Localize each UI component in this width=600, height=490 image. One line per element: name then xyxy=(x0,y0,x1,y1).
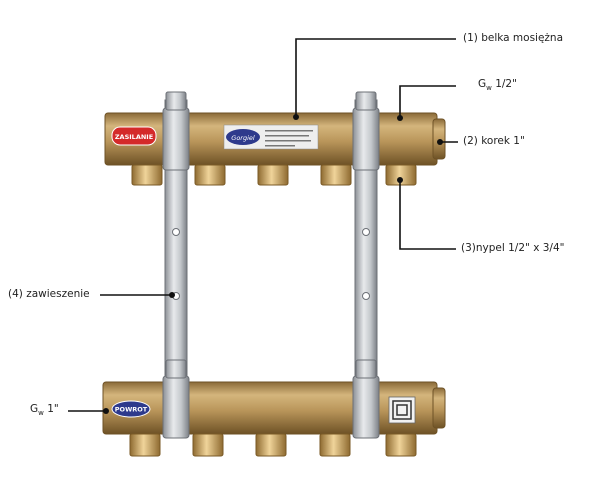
label-thread-bottom-size: 1" xyxy=(43,403,59,415)
bottom-right-clamp-bolt xyxy=(355,359,377,379)
label-thread-top-size: 1/2" xyxy=(491,78,517,90)
bottom-right-clamp xyxy=(352,375,380,439)
bottom-left-clamp-bolt xyxy=(165,359,187,379)
label-thread-top-g: G xyxy=(478,78,487,90)
top-nipples xyxy=(131,164,417,186)
label-thread-top: Gw 1/2" xyxy=(478,78,517,92)
top-right-clamp xyxy=(352,107,380,171)
supply-badge-text: ZASILANIE xyxy=(115,133,153,141)
supply-badge: ZASILANIE xyxy=(111,126,157,146)
leader-thread-top xyxy=(399,85,456,118)
bottom-nipples xyxy=(129,433,417,457)
top-left-clamp-bolt xyxy=(165,91,187,111)
leader-dots xyxy=(103,114,443,414)
brand-sticker: Gorgiel xyxy=(223,124,319,150)
label-thread-bottom-g: G xyxy=(30,403,39,415)
return-badge: POWROT xyxy=(111,400,151,418)
bottom-left-clamp xyxy=(162,375,190,439)
leader-beam xyxy=(295,38,456,117)
top-right-clamp-bolt xyxy=(355,91,377,111)
leader-nipple xyxy=(399,180,456,250)
return-badge-text: POWROT xyxy=(115,406,148,414)
brand-text: Gorgiel xyxy=(231,134,255,142)
leader-lines xyxy=(68,38,458,412)
label-nipple: (3)nypel 1/2" x 3/4" xyxy=(461,242,565,254)
top-left-clamp xyxy=(162,107,190,171)
label-thread-bottom-sub: w xyxy=(38,409,44,418)
label-thread-top-sub: w xyxy=(486,84,492,93)
label-thread-bottom: Gw 1" xyxy=(30,403,59,417)
label-beam: (1) belka mosiężna xyxy=(463,32,564,44)
bottom-sticker xyxy=(388,396,416,424)
label-plug: (2) korek 1" xyxy=(463,135,525,147)
right-bracket xyxy=(354,99,378,401)
label-bracket: (4) zawieszenie xyxy=(8,288,90,300)
